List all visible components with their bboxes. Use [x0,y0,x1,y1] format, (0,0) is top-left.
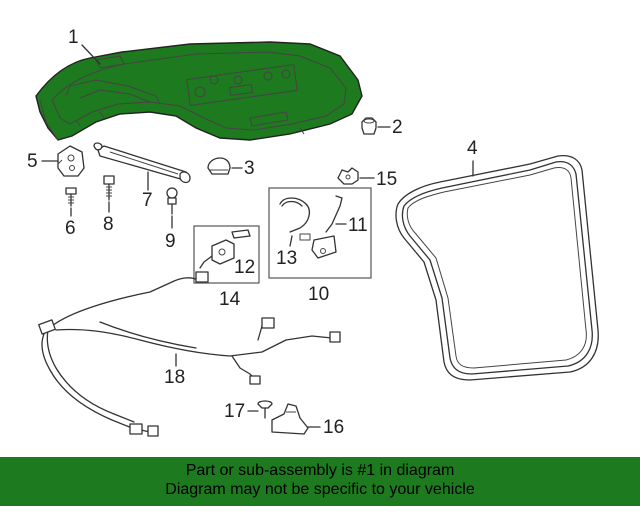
callout-5[interactable]: 5 [27,151,38,172]
stop-part[interactable] [207,157,231,175]
callout-6[interactable]: 6 [65,218,76,239]
bracket-16[interactable] [271,403,309,435]
notice-line-2: Diagram may not be specific to your vehi… [165,481,475,498]
callout-18[interactable]: 18 [164,367,186,388]
callout-10[interactable]: 10 [308,284,330,305]
bumper-part[interactable] [361,117,377,135]
callout-1[interactable]: 1 [68,27,79,48]
callout-15[interactable]: 15 [376,169,398,190]
bolt-6[interactable] [65,187,77,207]
clip-15[interactable] [337,167,359,185]
stud-8[interactable] [103,175,115,201]
callout-7[interactable]: 7 [142,190,153,211]
wiring-harness[interactable] [38,271,341,437]
weatherstrip[interactable] [395,154,599,381]
leader-13 [289,235,293,247]
gas-strut[interactable] [93,142,191,184]
callout-12[interactable]: 12 [234,257,256,278]
diagram-notice-banner: Part or sub-assembly is #1 in diagram Di… [0,457,640,506]
callout-13[interactable]: 13 [276,248,298,269]
callout-3[interactable]: 3 [244,158,255,179]
callout-14[interactable]: 14 [219,289,241,310]
latch-assembly[interactable] [279,195,343,259]
liftgate-panel[interactable] [35,41,363,141]
callout-4[interactable]: 4 [467,138,478,159]
switch-assembly[interactable] [199,229,251,269]
callout-16[interactable]: 16 [323,417,345,438]
callout-8[interactable]: 8 [103,214,114,235]
hinge-part[interactable] [57,145,85,177]
latch-assembly-box [268,187,372,279]
parts-diagram [35,41,599,437]
notice-line-1: Part or sub-assembly is #1 in diagram [185,462,455,479]
push-clip-17[interactable] [257,400,273,419]
ball-stud-9[interactable] [166,187,178,215]
callout-11[interactable]: 11 [348,215,368,236]
switch-assembly-box [193,225,260,284]
callout-17[interactable]: 17 [224,401,246,422]
callout-2[interactable]: 2 [392,117,403,138]
callout-9[interactable]: 9 [165,231,176,252]
leader-1 [81,44,101,65]
